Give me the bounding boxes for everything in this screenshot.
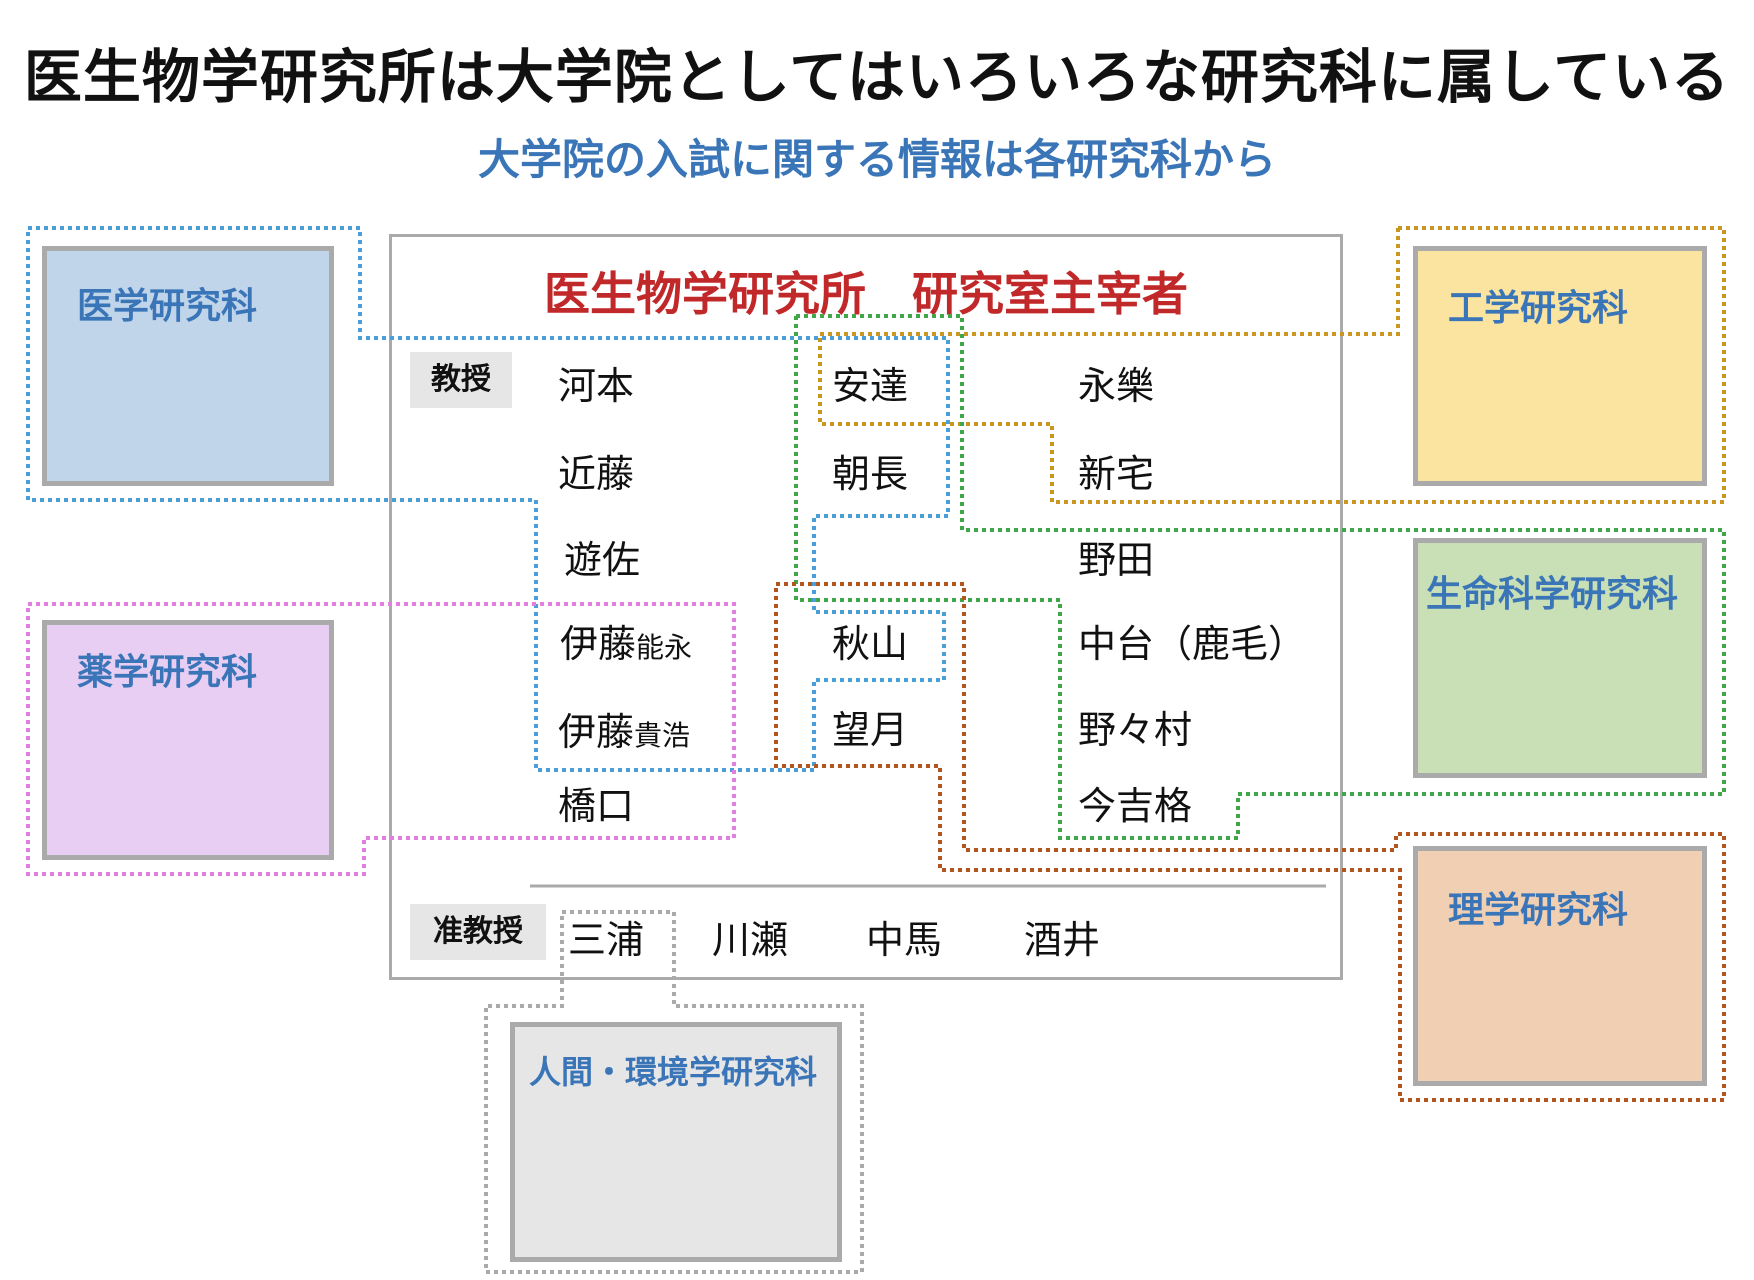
- dept-pharma-label: 薬学研究科: [77, 652, 258, 693]
- associate-name: 川瀬: [712, 918, 789, 962]
- professor-name: 安達: [832, 364, 909, 408]
- associate-name: 酒井: [1024, 918, 1101, 962]
- professor-name: 朝長: [832, 452, 909, 496]
- page-title: 医生物学研究所は大学院としてはいろいろな研究科に属している: [23, 43, 1731, 111]
- professor-label: 教授: [410, 352, 512, 408]
- professor-name: 遊佐: [564, 538, 641, 582]
- dept-engineering-label: 工学研究科: [1448, 288, 1629, 329]
- dept-medicine-box[interactable]: 医学研究科: [42, 246, 334, 486]
- professor-name: 近藤: [558, 452, 635, 496]
- professor-surname: 伊藤: [558, 710, 635, 754]
- professor-name: 新宅: [1078, 452, 1155, 496]
- dept-human-env-box[interactable]: 人間・環境学研究科: [510, 1022, 842, 1262]
- associate-name: 中馬: [866, 918, 943, 962]
- associate-name: 三浦: [568, 918, 645, 962]
- professor-surname: 伊藤: [560, 622, 637, 666]
- professor-name: 橋口: [558, 784, 635, 828]
- professor-name: 秋山: [832, 622, 909, 666]
- lab-heads-panel: [389, 234, 1343, 980]
- professor-given-name: 能永: [636, 631, 693, 664]
- professor-name: 中台（鹿毛）: [1078, 622, 1307, 666]
- dept-engineering-box[interactable]: 工学研究科: [1413, 246, 1707, 486]
- dept-lifescience-box[interactable]: 生命科学研究科: [1413, 538, 1707, 778]
- lab-heads-heading: 医生物学研究所 研究室主宰者: [544, 267, 1188, 321]
- professor-name: 野々村: [1078, 708, 1193, 752]
- dept-medicine-label: 医学研究科: [77, 286, 258, 327]
- associate-label: 准教授: [410, 904, 546, 960]
- professor-name: 河本: [558, 364, 635, 408]
- professor-name: 野田: [1078, 538, 1155, 582]
- dept-science-label: 理学研究科: [1448, 890, 1629, 931]
- professor-given-name: 貴浩: [634, 719, 691, 752]
- page-subtitle: 大学院の入試に関する情報は各研究科から: [477, 135, 1276, 184]
- professor-name: 永樂: [1078, 364, 1155, 408]
- professor-name: 伊藤貴浩: [558, 710, 690, 758]
- professor-name: 今吉格: [1078, 784, 1193, 828]
- professor-name: 望月: [832, 708, 909, 752]
- professor-name: 伊藤能永: [560, 622, 692, 670]
- dept-lifescience-label: 生命科学研究科: [1426, 574, 1679, 615]
- dept-science-box[interactable]: 理学研究科: [1413, 846, 1707, 1086]
- dept-pharma-box[interactable]: 薬学研究科: [42, 620, 334, 860]
- dept-human-env-label: 人間・環境学研究科: [529, 1053, 818, 1091]
